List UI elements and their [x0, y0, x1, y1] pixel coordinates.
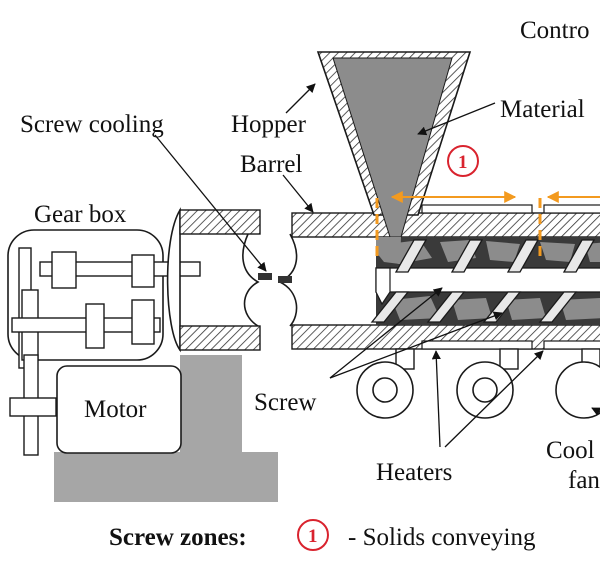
- screw-cooling-label: Screw cooling: [20, 111, 164, 138]
- screw-cooling-element-b: [278, 276, 292, 283]
- gear-box: [7, 229, 201, 456]
- coupling-top-wall: [179, 209, 261, 235]
- heater-band-bottom-1: [421, 340, 533, 350]
- screw-cooling-leader: [154, 134, 267, 272]
- barrel-top-wall: [291, 212, 600, 238]
- screw-cooling-element-a: [258, 273, 272, 280]
- heater-band-top-2: [543, 204, 600, 214]
- heaters-label: Heaters: [376, 459, 452, 486]
- cooling-fan-label-line2: fan: [568, 467, 600, 494]
- motor-body: [56, 365, 182, 454]
- screw-flights: [370, 239, 596, 323]
- screw-shaft: [375, 267, 600, 293]
- motor-label: Motor: [84, 396, 147, 423]
- material-label: Material: [500, 96, 585, 123]
- material-feed: [376, 237, 401, 264]
- legend-marker-number: 1: [308, 526, 318, 547]
- heater-band-top-1: [421, 204, 533, 214]
- coupling-housing: [166, 207, 181, 353]
- coupling-bottom-wall: [179, 325, 261, 351]
- gear-box-label: Gear box: [34, 201, 127, 228]
- cooling-fans: [356, 361, 600, 419]
- coupling-left-lobe: [242, 233, 260, 327]
- cooling-fan-leader: [591, 407, 600, 416]
- hopper-leader: [285, 83, 316, 114]
- screw-leader-1: [329, 287, 443, 379]
- legend-title: Screw zones:: [109, 524, 247, 551]
- screw-label: Screw: [254, 389, 316, 416]
- hopper-label: Hopper: [231, 111, 307, 138]
- zone-marker-circle: [447, 145, 479, 177]
- machine-base-column: [180, 355, 242, 455]
- heaters-leader-2: [444, 350, 544, 448]
- screw-tip: [375, 267, 391, 306]
- legend-marker-circle: [297, 519, 329, 551]
- barrel-label: Barrel: [240, 151, 303, 178]
- heater-band-bottom-2: [543, 340, 600, 350]
- material-leader: [417, 102, 496, 136]
- cooling-fan-label-line1: Cool: [546, 437, 595, 464]
- heaters-leader-1: [431, 350, 441, 448]
- zone-marker-number: 1: [458, 152, 468, 173]
- machine-base-plate: [54, 452, 278, 502]
- barrel-leader: [282, 174, 314, 213]
- legend-text: - Solids conveying: [348, 524, 536, 551]
- screw-leader-2: [329, 311, 503, 379]
- control-label: Contro: [520, 17, 589, 44]
